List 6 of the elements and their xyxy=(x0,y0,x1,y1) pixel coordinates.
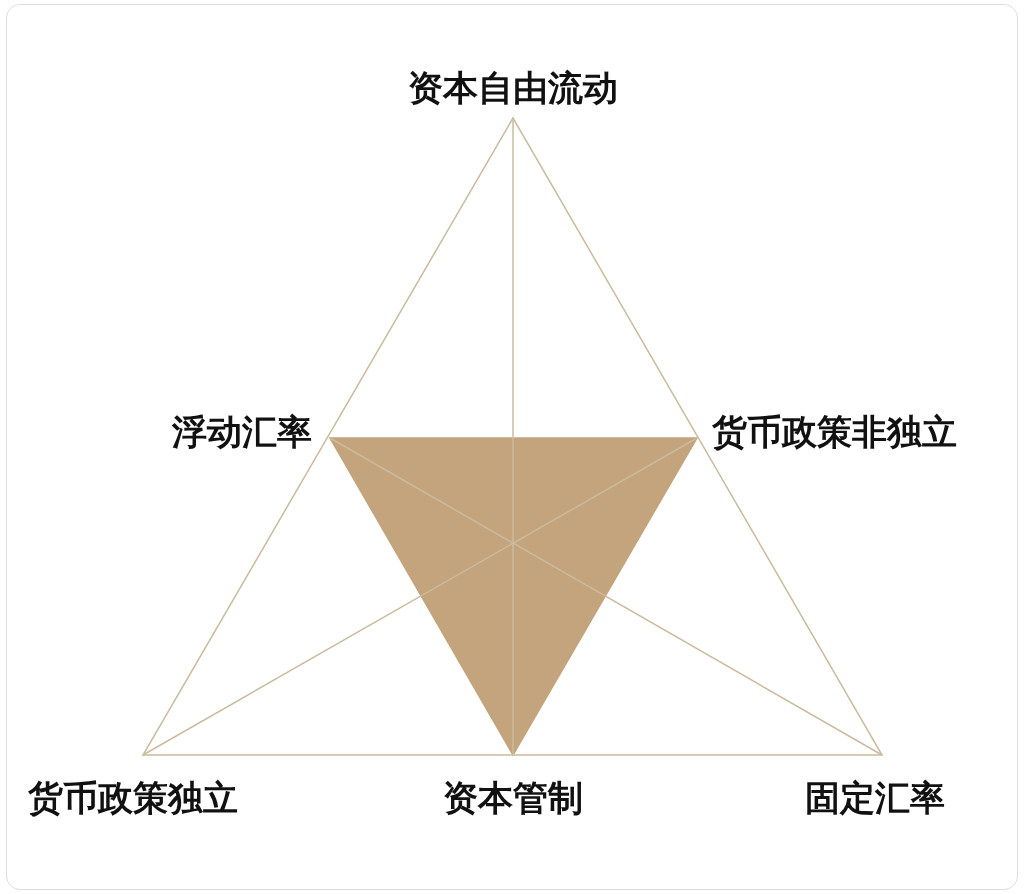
vertex-label: 资本自由流动 xyxy=(408,70,618,105)
vertex-label: 货币政策独立 xyxy=(28,780,238,815)
vertex-label: 资本管制 xyxy=(443,780,583,815)
vertex-label: 固定汇率 xyxy=(805,780,945,815)
vertex-label: 浮动汇率 xyxy=(172,414,312,449)
vertex-label: 货币政策非独立 xyxy=(712,414,957,449)
